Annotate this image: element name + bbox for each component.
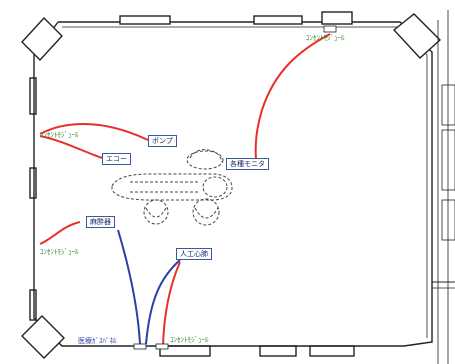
stool-right-detail: [194, 207, 219, 219]
label-medical-gas: 医療ｶﾞｽﾊﾟﾈﾙ: [78, 337, 117, 345]
gas-line-anesthesia: [117, 229, 141, 345]
bottom-block-1: [159, 345, 211, 357]
power-lines: [39, 33, 331, 347]
tag-heart-lung: 人工心肺: [176, 248, 212, 260]
left-panel-3: [29, 289, 37, 321]
line-outlet-to-pump: [39, 123, 149, 141]
tag-pump: ポンプ: [148, 135, 177, 147]
outlet-markers: [133, 25, 337, 350]
gas-line-heartlung: [145, 259, 181, 345]
top-window-left: [119, 15, 171, 25]
lamp-top-arm: [189, 149, 223, 163]
label-outlet-top: ｺﾝｾﾝﾄﾓｼﾞｭｰﾙ: [306, 34, 345, 42]
equipment-sketch: [111, 149, 233, 226]
top-window-mid: [253, 15, 303, 25]
gas-marker-bottom: [133, 343, 147, 350]
stool-left: [143, 199, 169, 225]
left-panel-1: [29, 77, 37, 115]
label-outlet-left-lower: ｺﾝｾﾝﾄﾓｼﾞｭｰﾙ: [40, 248, 79, 256]
outlet-marker-top: [323, 25, 337, 33]
bottom-block-2: [259, 345, 297, 357]
line-outlet-to-anesthesia: [39, 221, 81, 245]
bottom-block-3: [309, 345, 355, 357]
gas-lines: [117, 229, 181, 345]
operating-table: [111, 173, 233, 201]
table-contour: [130, 181, 200, 193]
corridor-box-1: [441, 84, 455, 126]
table-head: [202, 176, 228, 198]
corridor-box-2: [441, 129, 455, 191]
left-panel-2: [29, 167, 37, 199]
stool-left-detail: [145, 207, 167, 218]
corridor-box-3: [441, 199, 455, 241]
tag-echo: エコー: [102, 153, 131, 165]
room-walls: [21, 10, 455, 364]
label-outlet-bottom: ｺﾝｾﾝﾄﾓｼﾞｭｰﾙ: [170, 336, 209, 344]
top-window-right: [321, 11, 353, 25]
wall-main: [33, 21, 433, 347]
stool-right: [192, 198, 220, 226]
wall-inner: [62, 26, 428, 338]
line-bottom-outlet-to-heartlung: [162, 261, 181, 347]
outlet-marker-bottom: [155, 343, 169, 350]
lamp-top: [186, 150, 224, 170]
column-top-left: [21, 16, 63, 62]
tag-anesthesia: 麻酔器: [86, 216, 115, 228]
line-top-outlet-to-monitor: [254, 33, 331, 161]
label-outlet-left-upper: ｺﾝｾﾝﾄﾓｼﾞｭｰﾙ: [40, 131, 79, 139]
column-top-right: [392, 13, 442, 59]
column-bottom-left: [21, 315, 65, 359]
tag-monitor: 各種モニタ: [226, 158, 269, 170]
line-outlet-to-echo: [39, 135, 103, 159]
